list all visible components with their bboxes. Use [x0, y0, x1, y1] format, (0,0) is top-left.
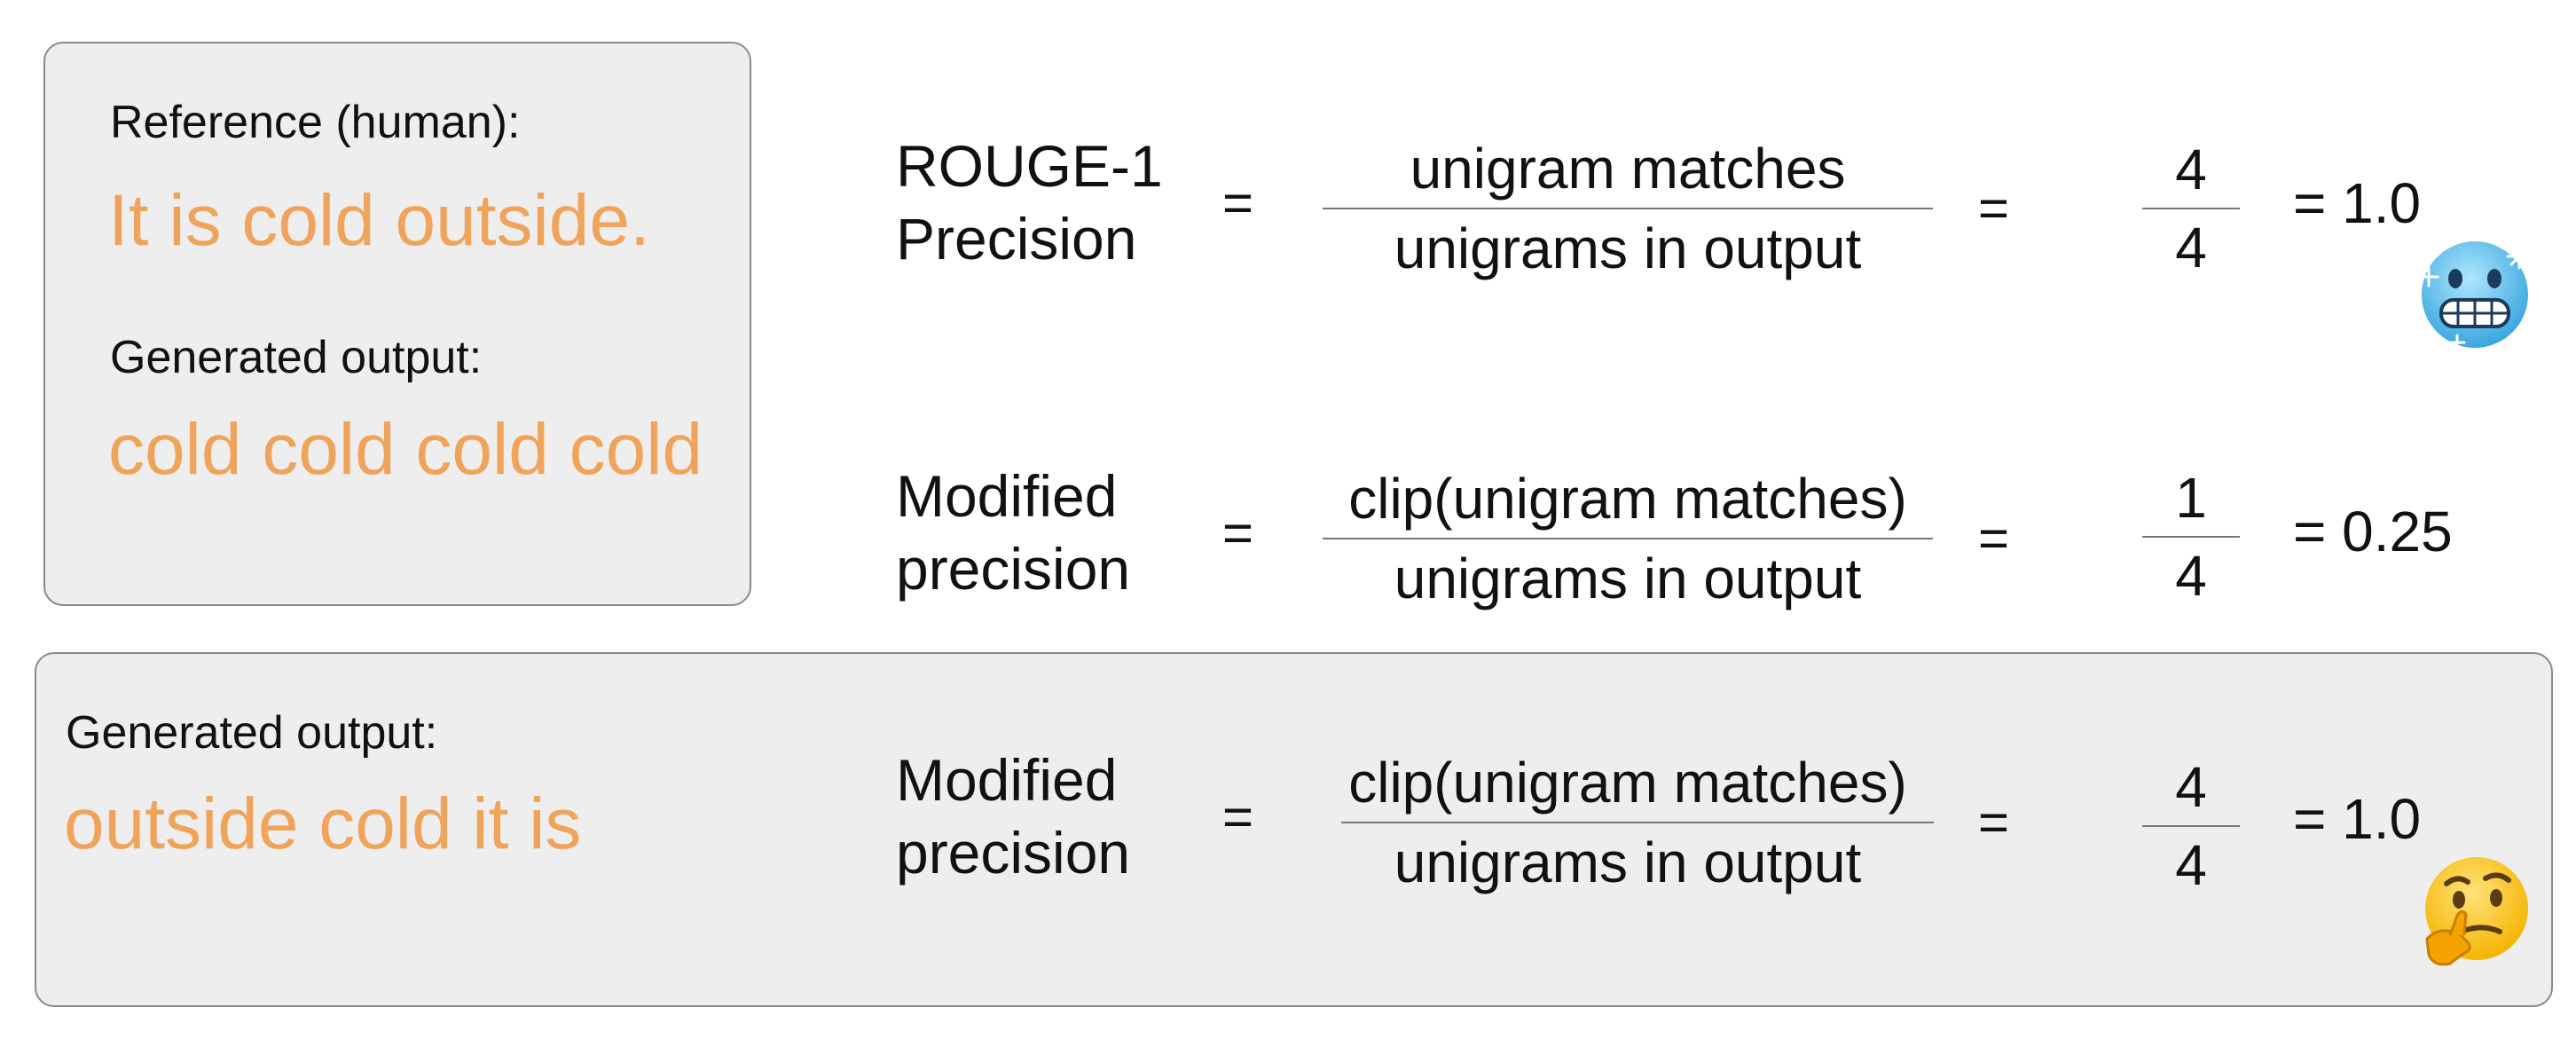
equation-name-line1: Modified [896, 747, 1118, 813]
example-panel-repetition [43, 42, 751, 606]
equation-2-fraction: clip(unigram matches) unigrams in output [1322, 463, 1934, 614]
equation-1-name: ROUGE-1 Precision [896, 130, 1163, 275]
generated-text: cold cold cold cold [108, 409, 703, 490]
fraction-bar [1323, 538, 1933, 539]
equation-3-name: Modified precision [896, 744, 1130, 889]
equation-1-fraction: unigram matches unigrams in output [1322, 133, 1934, 284]
result-value: = 1.0 [2293, 787, 2422, 851]
reference-text: It is cold outside. [108, 180, 650, 261]
value-denominator: 4 [2175, 833, 2207, 897]
value-denominator: 4 [2175, 544, 2207, 608]
value-numerator: 4 [2175, 755, 2207, 819]
value-denominator: 4 [2175, 216, 2207, 279]
result-value: = 0.25 [2293, 500, 2453, 563]
generated-label-2: Generated output: [66, 707, 438, 759]
value-numerator: 1 [2175, 466, 2207, 530]
cold-face-icon [2418, 241, 2533, 351]
equals-sign: = [1978, 792, 2010, 852]
value-bar [2142, 208, 2240, 209]
equation-name-line2: precision [896, 820, 1131, 886]
thinking-face-icon [2425, 857, 2528, 966]
value-bar [2142, 825, 2240, 827]
generated-text-2: outside cold it is [64, 783, 582, 864]
result-value: = 1.0 [2293, 171, 2422, 235]
equation-name-line1: ROUGE-1 [896, 133, 1163, 199]
equation-name-line2: precision [896, 536, 1131, 602]
equation-name-line1: Modified [896, 463, 1118, 529]
equation-1-value: 4 4 [2142, 135, 2240, 282]
generated-label: Generated output: [110, 332, 483, 383]
equation-2-name: Modified precision [896, 460, 1130, 605]
value-bar [2142, 536, 2240, 538]
fraction-denominator: unigrams in output [1394, 216, 1862, 280]
fraction-denominator: unigrams in output [1394, 547, 1862, 610]
fraction-bar [1323, 208, 1933, 209]
equation-3-fraction: clip(unigram matches) unigrams in output [1322, 747, 1934, 898]
equals-sign: = [1978, 508, 2010, 568]
fraction-bar [1341, 822, 1934, 823]
equals-sign: = [1222, 787, 1254, 846]
fraction-numerator: clip(unigram matches) [1348, 467, 1907, 531]
equation-3-value: 4 4 [2142, 752, 2240, 900]
fraction-numerator: clip(unigram matches) [1348, 751, 1907, 815]
equals-sign: = [1222, 503, 1254, 563]
fraction-denominator: unigrams in output [1394, 831, 1862, 894]
value-numerator: 4 [2175, 138, 2207, 201]
example-panel-reordered [35, 652, 2553, 1007]
reference-label: Reference (human): [110, 97, 521, 148]
fraction-numerator: unigram matches [1410, 137, 1846, 201]
equation-name-line2: Precision [896, 206, 1137, 272]
equation-2-value: 1 4 [2142, 463, 2240, 610]
equals-sign: = [1222, 173, 1254, 232]
equals-sign: = [1978, 178, 2010, 238]
